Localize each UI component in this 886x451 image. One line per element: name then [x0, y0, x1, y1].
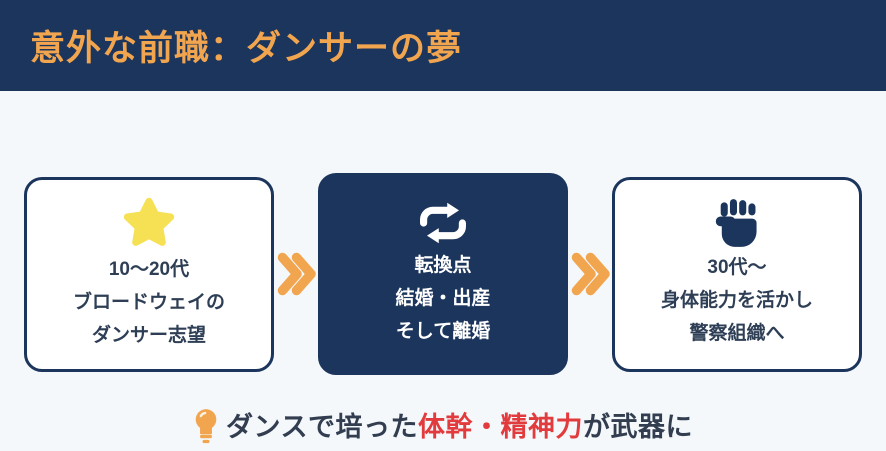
raised-fist-icon — [715, 199, 757, 247]
caption-text: ダンスで培った体幹・精神力が武器に — [226, 405, 693, 444]
flow-step-line: 転換点 — [414, 255, 472, 276]
flow-step-line: 警察組織へ — [689, 323, 785, 344]
flow-step-line: 結婚・出産 — [395, 288, 491, 309]
flow-connector — [274, 251, 318, 297]
flow-step-police: 30代〜 身体能力を活かし 警察組織へ — [612, 176, 862, 372]
flow-step-dancer-dream: 10〜20代 ブロードウェイの ダンサー志望 — [24, 176, 274, 372]
flow-step-text: 10〜20代 ブロードウェイの ダンサー志望 — [73, 253, 225, 352]
flow-step-text: 転換点 結婚・出産 そして離婚 — [395, 249, 490, 348]
double-chevron-right-icon — [277, 252, 316, 296]
flow-connector — [568, 251, 612, 297]
double-chevron-right-icon — [571, 252, 610, 296]
lightbulb-icon — [195, 409, 217, 444]
cycle-arrows-icon — [420, 202, 466, 244]
flow-step-line: ダンサー志望 — [91, 325, 206, 346]
flow-step-line: 10〜20代 — [108, 259, 190, 280]
flow-step-turning-point: 転換点 結婚・出産 そして離婚 — [318, 173, 568, 375]
caption: ダンスで培った体幹・精神力が武器に — [0, 405, 886, 444]
star-icon — [123, 197, 175, 246]
caption-prefix: ダンスで培った — [226, 412, 418, 442]
flow-step-line: そして離婚 — [395, 321, 491, 342]
flow-step-text: 30代〜 身体能力を活かし 警察組織へ — [661, 251, 813, 350]
caption-highlight: 体幹・精神力 — [417, 412, 583, 442]
flow-step-line: 30代〜 — [707, 257, 767, 278]
flow-step-line: ブロードウェイの — [72, 292, 225, 313]
header-bar: 意外な前職：ダンサーの夢 — [0, 0, 886, 91]
caption-suffix: が武器に — [582, 412, 693, 442]
flow-step-line: 身体能力を活かし — [660, 290, 813, 311]
flow-diagram: 10〜20代 ブロードウェイの ダンサー志望 転換点 結婚・出産 そして離婚 — [0, 173, 886, 375]
page-title: 意外な前職：ダンサーの夢 — [30, 29, 463, 68]
